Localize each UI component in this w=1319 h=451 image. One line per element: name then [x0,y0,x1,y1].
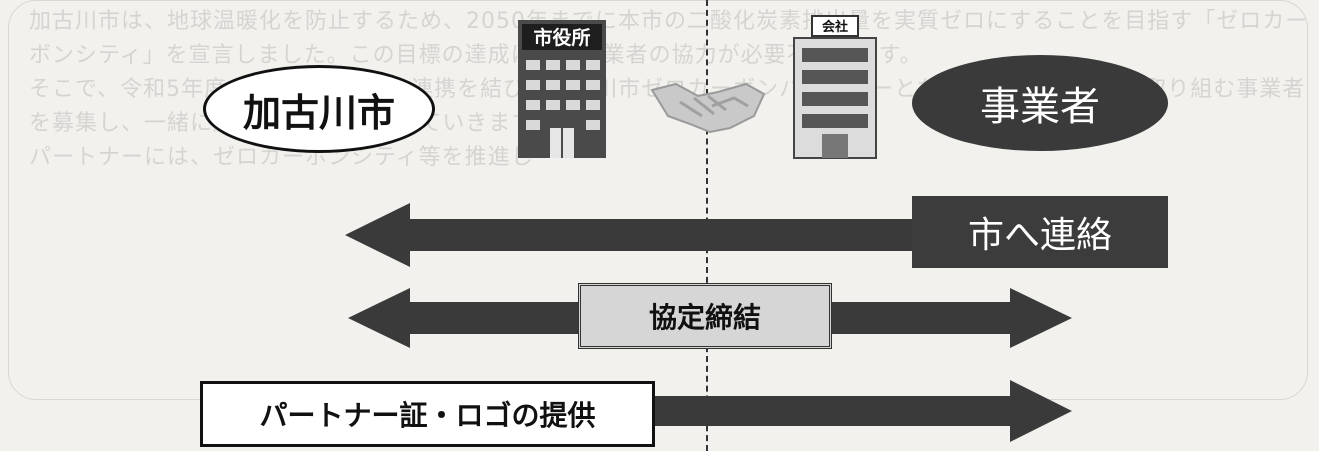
city-node: 加古川市 [203,65,435,153]
city-node-label: 加古川市 [242,90,395,135]
partner-logo-box: パートナー証・ロゴの提供 [200,381,655,447]
contact-city-label: 市へ連絡 [967,215,1112,256]
business-node-label: 事業者 [980,84,1100,130]
contact-city-box: 市へ連絡 [912,196,1168,268]
agreement-label: 協定締結 [648,301,761,334]
city-hall-sign: 市役所 [533,26,590,49]
handshake-icon [650,82,766,134]
agreement-box: 協定締結 [578,283,832,349]
partner-arrow [650,380,1072,442]
company-sign: 会社 [822,19,848,35]
business-node: 事業者 [912,55,1168,151]
city-hall-building-icon: 市役所 [518,20,606,158]
partner-logo-label: パートナー証・ロゴの提供 [259,399,596,432]
company-building-icon: 会社 [793,15,877,159]
